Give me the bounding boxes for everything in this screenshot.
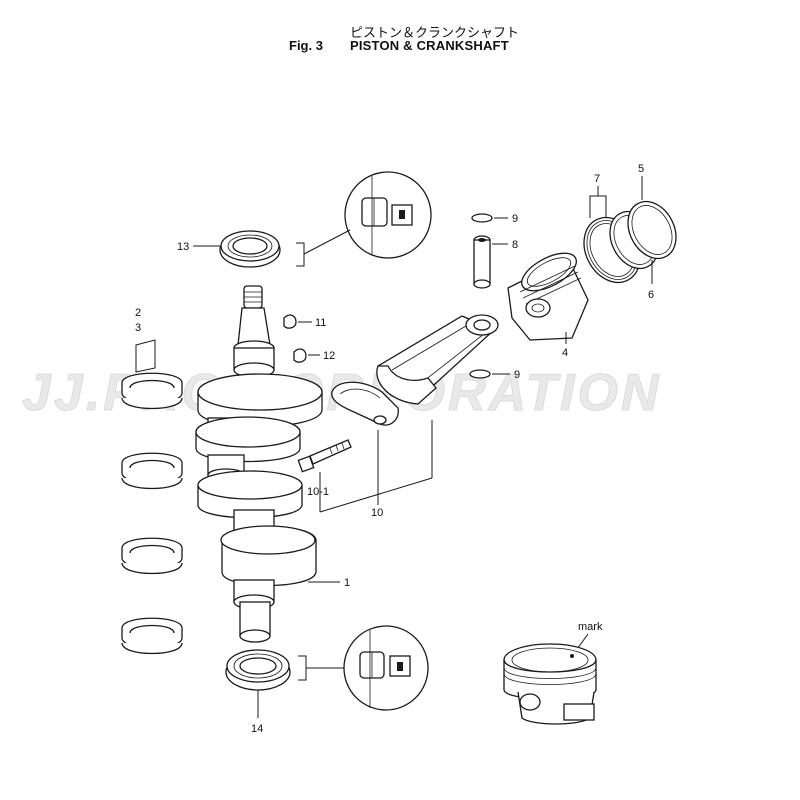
crankshaft	[195, 285, 323, 643]
callout-3: 3	[135, 322, 141, 334]
ring-set	[583, 200, 677, 284]
piston	[507, 252, 589, 341]
rod-cap	[331, 381, 399, 426]
rod-bolt	[297, 439, 352, 473]
callout-9-top: 9	[512, 213, 518, 225]
mark-label: mark	[578, 621, 603, 633]
callout-12: 12	[323, 350, 335, 362]
callout-6: 6	[648, 289, 654, 301]
callout-9-bottom: 9	[514, 369, 520, 381]
callout-5: 5	[638, 163, 644, 175]
leader-box-2-3	[135, 339, 156, 373]
piston-pin	[473, 235, 491, 289]
seal-detail-top	[344, 171, 432, 259]
title-japanese: ピストン＆クランクシャフト	[350, 26, 520, 41]
bearing-3	[121, 537, 183, 575]
connecting-rod	[376, 314, 499, 405]
callout-11: 11	[315, 317, 326, 329]
clip-bottom	[469, 369, 491, 379]
title-english: PISTON & CRANKSHAFT	[350, 38, 509, 53]
callout-7: 7	[594, 173, 600, 185]
bracket-13	[296, 242, 305, 267]
key-11	[283, 314, 297, 329]
bracket-14	[298, 655, 307, 681]
clip-top	[471, 213, 493, 223]
callout-4: 4	[562, 347, 568, 359]
figure-number: Fig. 3	[289, 38, 323, 53]
piston-mark-detail	[503, 643, 597, 725]
callout-10-1: 10-1	[307, 486, 329, 498]
callout-8: 8	[512, 239, 518, 251]
bearing-2	[121, 452, 183, 490]
callout-10: 10	[371, 507, 383, 519]
leader-7	[589, 195, 607, 218]
key-12	[293, 348, 307, 363]
callout-1: 1	[344, 577, 350, 589]
bearing-4	[121, 617, 183, 655]
bearing-1	[121, 372, 183, 410]
callout-2: 2	[135, 307, 141, 319]
oil-seal-top	[219, 230, 281, 268]
oil-seal-bottom	[225, 649, 291, 691]
seal-detail-bottom	[343, 625, 429, 711]
callout-14: 14	[251, 723, 263, 735]
callout-13: 13	[177, 241, 189, 253]
